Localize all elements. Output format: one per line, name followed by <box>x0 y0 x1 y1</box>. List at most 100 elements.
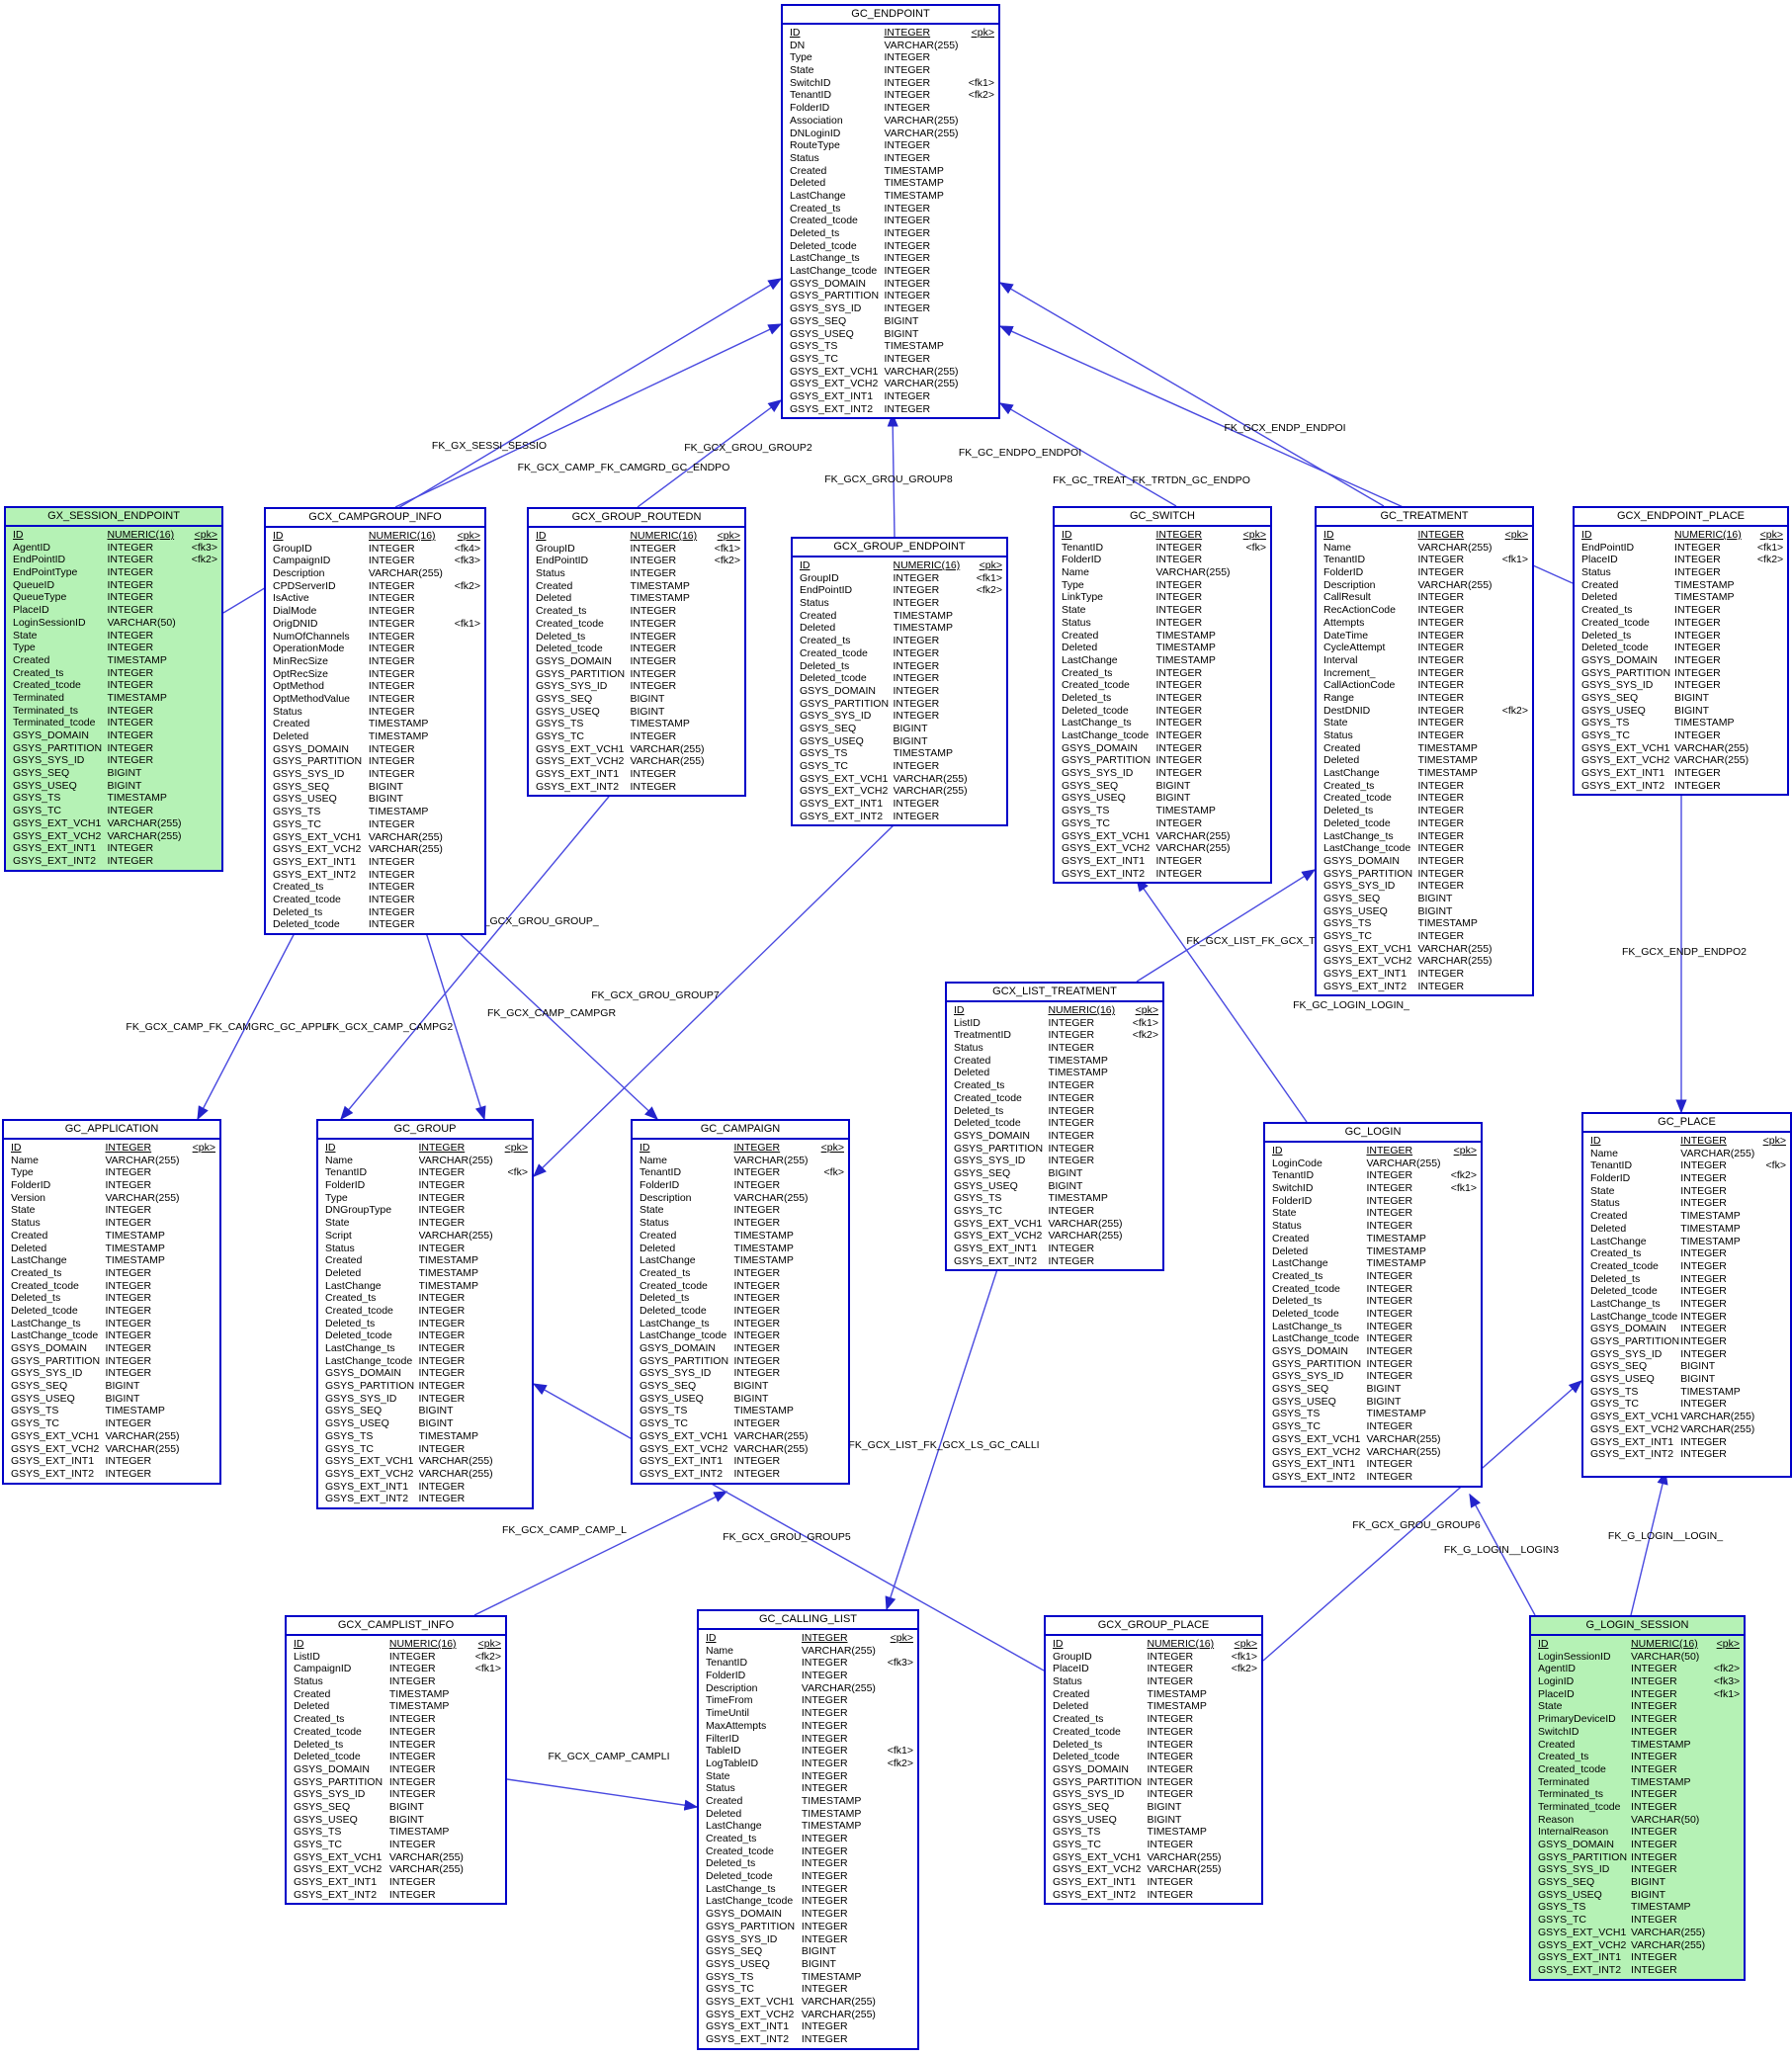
column-name: LastChange_tcode <box>640 1329 727 1342</box>
column-type: INTEGER <box>1048 1254 1095 1267</box>
column-type: INTEGER <box>368 630 415 643</box>
column-name: OptMethodValue <box>273 692 351 705</box>
column-name: GSYS_SEQ <box>706 1945 763 1958</box>
column-name: TenantID <box>706 1657 748 1670</box>
column-name: GSYS_EXT_INT2 <box>1590 1448 1674 1461</box>
column-name: Created <box>1590 1210 1628 1223</box>
column-name: GSYS_EXT_VCH2 <box>294 1863 383 1876</box>
column-name: ID <box>294 1638 304 1650</box>
column-type: INTEGER <box>1048 1104 1095 1117</box>
column-name: GSYS_SYS_ID <box>11 1367 83 1380</box>
column-name: OptMethod <box>273 680 324 693</box>
relation-line-17 <box>532 1383 1045 1672</box>
column-type: INTEGER <box>418 1480 466 1493</box>
column-type: VARCHAR(255) <box>733 1191 809 1204</box>
column-name: GSYS_EXT_VCH1 <box>1053 1850 1142 1863</box>
column-key <box>1239 805 1270 817</box>
relation-line-15 <box>885 1265 999 1611</box>
column-type: VARCHAR(255) <box>1155 842 1231 855</box>
column-name: LastChange_ts <box>1323 829 1394 842</box>
column-key <box>1231 1788 1261 1801</box>
column-key <box>1761 1461 1790 1474</box>
column-type: INTEGER <box>884 239 931 252</box>
column-type: INTEGER <box>1366 1357 1413 1370</box>
column-key: <fk1> <box>1450 1182 1477 1195</box>
column-name: GroupID <box>1053 1650 1092 1663</box>
column-key <box>474 1889 505 1902</box>
column-key: <pk> <box>717 530 740 542</box>
column-key: <pk> <box>820 1142 844 1154</box>
column-name: Created_tcode <box>13 679 81 692</box>
column-key <box>191 792 221 805</box>
column-name: TenantID <box>790 89 832 102</box>
column-type: INTEGER <box>1048 1029 1095 1042</box>
column-type: TIMESTAMP <box>1417 917 1478 930</box>
column-key <box>1132 1155 1162 1167</box>
column-key <box>968 378 998 390</box>
column-key: <fk2> <box>1450 1169 1477 1182</box>
column-name: DNLoginID <box>790 127 841 139</box>
column-key <box>1501 792 1532 805</box>
column-name: GSYS_DOMAIN <box>1053 1762 1130 1775</box>
column-name: GSYS_EXT_INT2 <box>800 810 884 822</box>
column-key <box>1239 705 1270 718</box>
column-key <box>1132 1167 1162 1180</box>
column-key <box>977 785 1006 798</box>
relation-line-7 <box>340 791 614 1121</box>
column-name: RouteType <box>790 139 840 152</box>
column-name: GSYS_EXT_INT1 <box>1538 1951 1622 1964</box>
column-key <box>887 1983 917 1996</box>
column-name: GSYS_EXT_INT1 <box>294 1876 378 1889</box>
column-key <box>1714 1700 1744 1713</box>
column-name: GSYS_EXT_VCH2 <box>1053 1863 1142 1876</box>
column-key: <fk2> <box>1231 1663 1257 1675</box>
column-type: INTEGER <box>107 679 154 692</box>
column-name: Deleted <box>536 592 572 605</box>
column-name: GSYS_SEQ <box>325 1405 383 1417</box>
column-type: TIMESTAMP <box>388 1700 450 1713</box>
column-name: GSYS_EXT_VCH1 <box>1590 1411 1679 1423</box>
column-key <box>1501 943 1532 956</box>
column-type: INTEGER <box>368 680 415 693</box>
column-key <box>1501 566 1532 579</box>
column-type: INTEGER <box>105 1266 152 1279</box>
column-key <box>191 855 221 868</box>
column-type: VARCHAR(255) <box>1631 1938 1706 1951</box>
column-key <box>887 1808 917 1821</box>
